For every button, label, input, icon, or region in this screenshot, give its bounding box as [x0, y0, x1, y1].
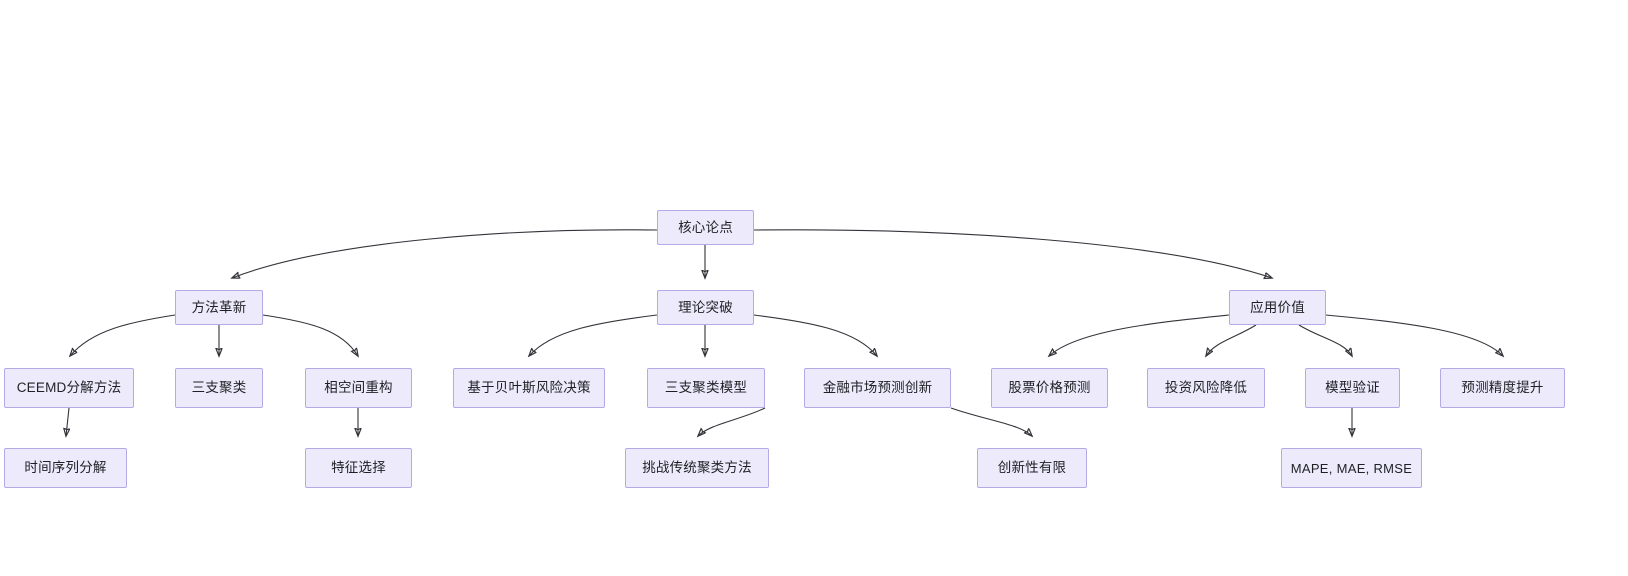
edge-lilutupo-to-beiyesi [529, 314, 658, 356]
node-core-argument[interactable]: 核心论点 [657, 210, 754, 245]
edge-jinrongshichang-to-chuangxinxing [950, 407, 1032, 436]
edge-sanzhijuleimoxing-to-tiaozhan [698, 407, 766, 436]
edge-yingyongjiazhi-to-touzifengxian [1206, 324, 1257, 356]
node-challenge-traditional-clustering[interactable]: 挑战传统聚类方法 [625, 448, 769, 488]
edge-fangfagexin-to-ceemd [70, 314, 176, 356]
edge-yingyongjiazhi-to-yucejingdu [1325, 314, 1503, 356]
node-prediction-accuracy-improvement[interactable]: 预测精度提升 [1440, 368, 1565, 408]
node-financial-market-forecast-innovation[interactable]: 金融市场预测创新 [804, 368, 951, 408]
edge-root-to-fangfagexin [232, 229, 658, 278]
node-label: 模型验证 [1325, 380, 1380, 396]
node-label: 金融市场预测创新 [822, 380, 933, 396]
node-three-way-clustering-model[interactable]: 三支聚类模型 [647, 368, 765, 408]
node-label: 核心论点 [678, 219, 733, 235]
node-label: 基于贝叶斯风险决策 [467, 380, 591, 396]
node-method-innovation[interactable]: 方法革新 [175, 290, 263, 325]
node-evaluation-metrics[interactable]: MAPE, MAE, RMSE [1281, 448, 1422, 488]
node-label: MAPE, MAE, RMSE [1290, 460, 1413, 476]
node-label: 三支聚类模型 [664, 380, 748, 396]
edge-root-to-yingyongjiazhi [753, 229, 1272, 278]
edge-lilutupo-to-jinrongshichang [753, 314, 877, 356]
node-application-value[interactable]: 应用价值 [1229, 290, 1326, 325]
edge-ceemd-to-shijianxulie [66, 407, 69, 436]
edge-yingyongjiazhi-to-moxingyanzheng [1298, 324, 1352, 356]
node-label: 时间序列分解 [24, 460, 107, 476]
node-stock-price-prediction[interactable]: 股票价格预测 [991, 368, 1108, 408]
node-label: 股票价格预测 [1008, 380, 1091, 396]
node-feature-selection[interactable]: 特征选择 [305, 448, 412, 488]
node-phase-space-reconstruction[interactable]: 相空间重构 [305, 368, 412, 408]
node-label: 三支聚类 [191, 380, 247, 396]
node-label: 预测精度提升 [1461, 380, 1544, 396]
node-label: 特征选择 [331, 460, 386, 476]
node-label: 相空间重构 [324, 380, 393, 396]
node-label: CEEMD分解方法 [16, 380, 122, 396]
edge-yingyongjiazhi-to-gupiaojiage [1049, 314, 1230, 356]
node-label: 投资风险降低 [1164, 380, 1248, 396]
node-label: 理论突破 [678, 299, 733, 315]
node-ceemd-decomposition-method[interactable]: CEEMD分解方法 [4, 368, 134, 408]
node-limited-novelty[interactable]: 创新性有限 [977, 448, 1087, 488]
node-label: 方法革新 [191, 299, 247, 315]
node-label: 挑战传统聚类方法 [642, 460, 752, 476]
node-label: 创新性有限 [997, 460, 1067, 476]
node-three-way-clustering[interactable]: 三支聚类 [175, 368, 263, 408]
node-model-validation[interactable]: 模型验证 [1305, 368, 1400, 408]
node-time-series-decomposition[interactable]: 时间序列分解 [4, 448, 127, 488]
node-label: 应用价值 [1250, 299, 1305, 315]
edge-fangfagexin-to-xiangkongjian [262, 314, 358, 356]
node-investment-risk-reduction[interactable]: 投资风险降低 [1147, 368, 1265, 408]
node-bayesian-risk-decision[interactable]: 基于贝叶斯风险决策 [453, 368, 605, 408]
node-theoretical-breakthrough[interactable]: 理论突破 [657, 290, 754, 325]
